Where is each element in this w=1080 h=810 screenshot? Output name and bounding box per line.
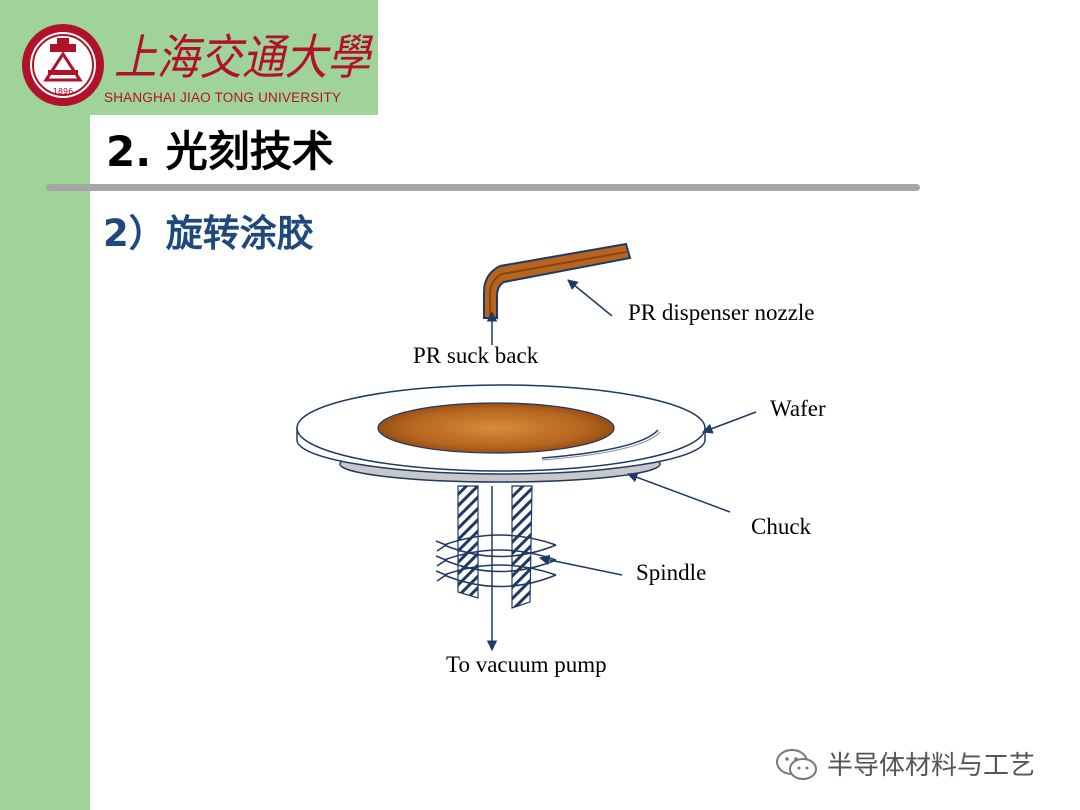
wafer [296,384,706,475]
svg-text:上海交通大學: 上海交通大學 [114,30,374,86]
label-wafer: Wafer [770,396,826,421]
watermark-text: 半导体材料与工艺 [827,751,1036,781]
wafer-leader-arrow [702,411,757,434]
title-divider [46,184,920,191]
university-logo: 1896 上海交通大學 SHANGHAI JIAO TONG UNIVERSIT… [20,22,380,112]
side-bar [0,0,90,810]
label-nozzle: PR dispenser nozzle [628,300,815,325]
logo-english-name: SHANGHAI JIAO TONG UNIVERSITY [104,90,342,105]
watermark: 半导体材料与工艺 [775,745,1055,785]
wechat-icon [776,749,817,780]
spindle-leader-arrow [538,554,623,576]
nozzle-leader-arrow [567,279,613,317]
slide-title: 2. 光刻技术 [106,127,334,176]
label-vacuum: To vacuum pump [446,652,607,677]
slide-subtitle: 2）旋转涂胶 [103,212,314,255]
spindle [435,485,557,609]
label-suck-back: PR suck back [413,343,539,368]
university-seal-icon: 1896 [22,24,104,106]
label-spindle: Spindle [636,560,706,585]
chuck-leader-arrow [627,472,731,513]
logo-chinese-name: 上海交通大學 [114,30,374,86]
dispenser-nozzle [483,242,632,319]
svg-text:1896: 1896 [53,87,73,96]
label-chuck: Chuck [751,514,812,539]
